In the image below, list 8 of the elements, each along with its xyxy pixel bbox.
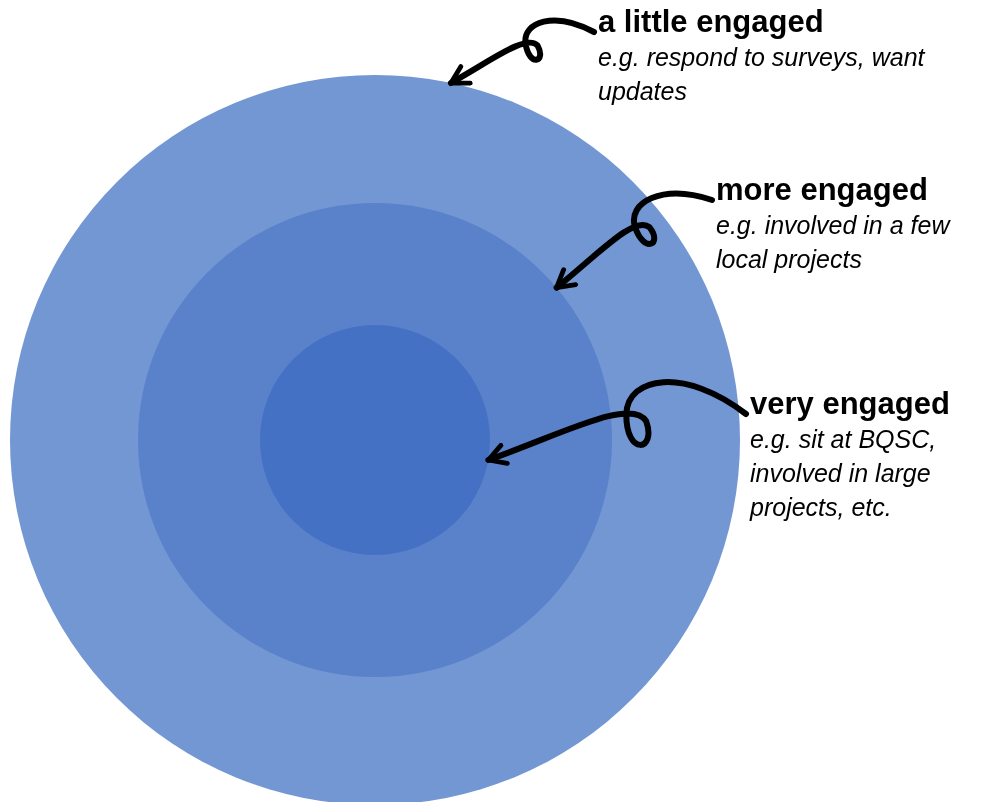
level-heading: more engaged: [716, 172, 929, 208]
level-heading: a little engaged: [598, 4, 825, 40]
example-text: e.g. involved in a few local projects: [716, 210, 952, 275]
squiggly-arrow: [447, 17, 597, 86]
squiggly-arrow: [553, 190, 715, 291]
example-text: e.g. sit at BQSC, involved in large projects, etc.: [750, 424, 938, 523]
example-text: e.g. respond to surveys, want updates: [598, 42, 927, 107]
level-heading: very engaged: [750, 386, 951, 422]
